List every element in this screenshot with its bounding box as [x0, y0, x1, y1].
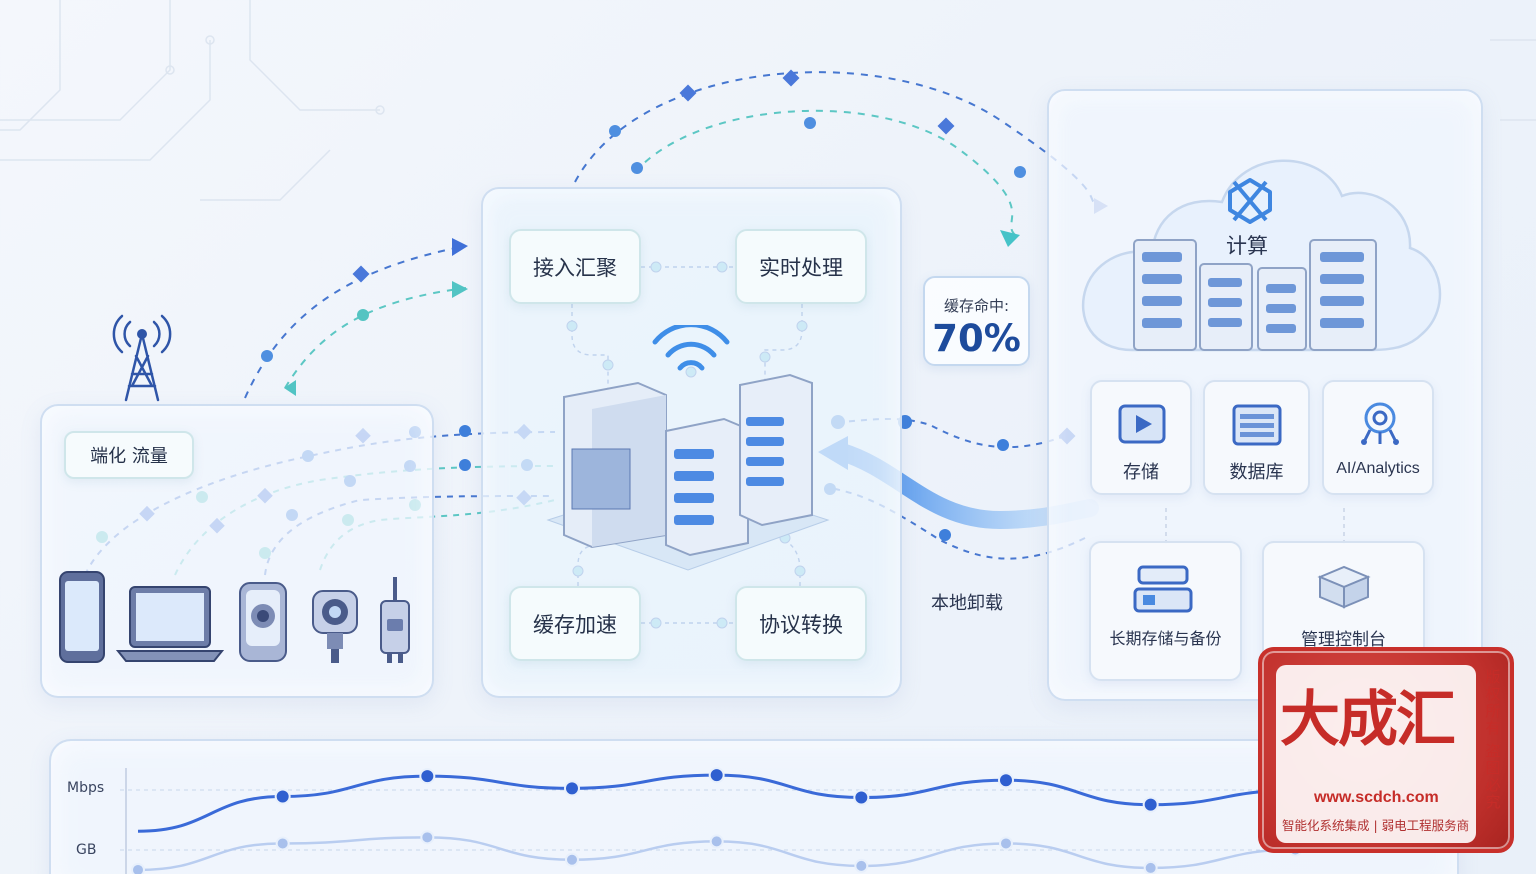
watermark-url: www.scdch.com [1314, 789, 1439, 806]
watermark-stamp: 大成汇 www.scdch.com 智能化系统集成 | 弱电工程服务商 版权所有… [1258, 647, 1514, 853]
backup-label: 长期存储与备份 [1109, 629, 1222, 648]
backup-storage-icon [1133, 565, 1193, 613]
watermark-side-char: 必 [1485, 776, 1501, 794]
database-service-card: 数据库 [1203, 380, 1310, 495]
watermark-side-char: 图 [1485, 759, 1501, 777]
watermark-side-char: 究 [1485, 793, 1501, 811]
database-icon [1232, 404, 1282, 446]
realtime-processing-module: 实时处理 [735, 229, 867, 304]
storage-service-card: 存储 [1090, 380, 1192, 495]
local-offload-label: 本地卸载 [931, 593, 1003, 614]
compute-icon [1228, 178, 1272, 224]
watermark-side-char: 所 [1485, 702, 1501, 720]
ai-analytics-icon [1361, 402, 1399, 445]
watermark-side-char: 有 [1485, 719, 1501, 737]
console-label: 管理控制台 [1301, 630, 1386, 650]
edge-server-cluster-icon [546, 325, 830, 571]
cache-hit-value: 70% [932, 317, 1021, 360]
media-storage-icon [1118, 404, 1166, 444]
traffic-chart-panel [49, 739, 1459, 874]
protocol-conversion-module: 协议转换 [735, 586, 867, 661]
cache-acceleration-module: 缓存加速 [509, 586, 641, 661]
database-label: 数据库 [1229, 462, 1284, 483]
watermark-inner [1276, 665, 1476, 843]
watermark-side-char: 权 [1485, 685, 1501, 703]
watermark-side-char: 盗 [1485, 742, 1501, 760]
iot-sensor-icon [380, 577, 410, 663]
access-aggregation-module: 接入汇聚 [509, 229, 641, 304]
laptop-icon [116, 586, 224, 662]
ai-analytics-label: AI/Analytics [1336, 460, 1420, 477]
smartphone-icon [59, 571, 105, 663]
backup-service-card: 长期存储与备份 [1089, 541, 1242, 681]
smart-speaker-icon [239, 582, 287, 662]
camera-icon [312, 590, 358, 663]
ai-analytics-service-card: AI/Analytics [1322, 380, 1434, 495]
watermark-side-text: 版权所有盗图必究 [1476, 669, 1510, 811]
axis-label-gb: GB [76, 842, 97, 858]
cloud-server-rack-icon [1133, 239, 1377, 351]
cache-hit-label: 缓存命中: [943, 297, 1010, 315]
watermark-brand: 大成汇 [1280, 685, 1456, 755]
device-traffic-label: 端化 流量 [64, 431, 194, 479]
compute-label: 计算 [1226, 234, 1268, 258]
watermark-tagline: 智能化系统集成 | 弱电工程服务商 [1282, 818, 1470, 833]
cache-hit-badge: 缓存命中: 70% [923, 276, 1030, 366]
console-icon [1317, 565, 1371, 609]
axis-label-mbps: Mbps [67, 780, 105, 796]
watermark-side-char: 版 [1485, 668, 1501, 686]
cell-tower-icon [112, 314, 172, 402]
storage-label: 存储 [1123, 462, 1159, 483]
